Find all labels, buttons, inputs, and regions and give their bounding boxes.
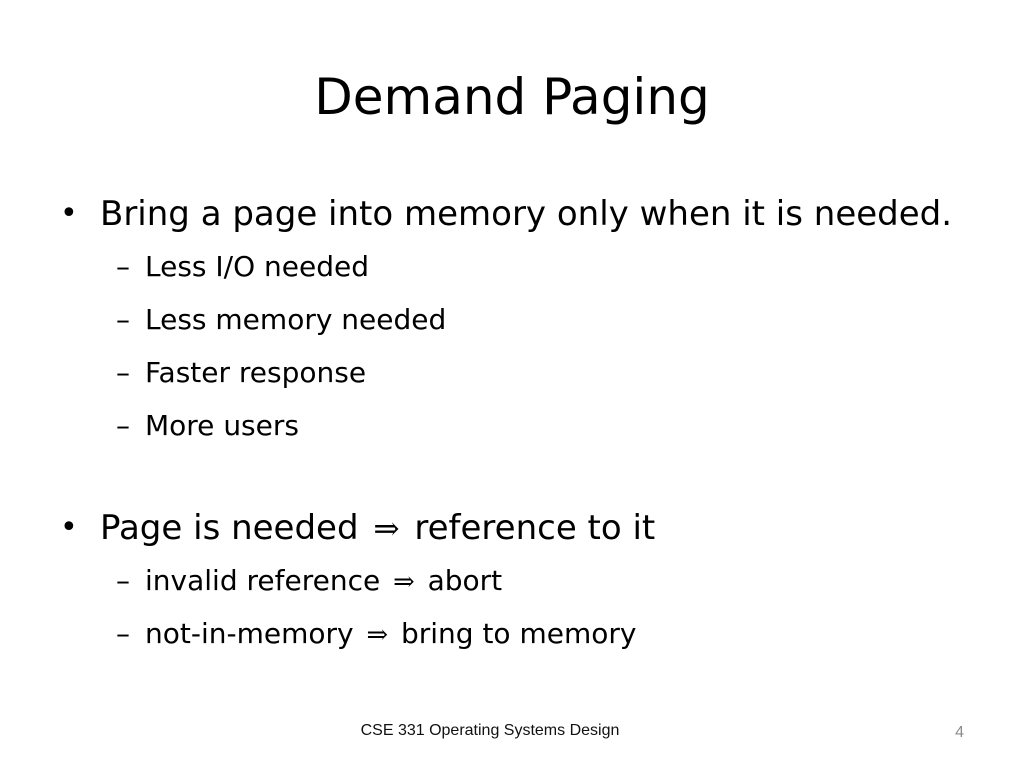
bullet-marker: • [60, 196, 78, 231]
bullet-group-2: • Page is needed ⇒ reference to it – inv… [60, 502, 990, 660]
sub-bullet-text: Less memory needed [145, 303, 447, 336]
dash-marker: – [116, 564, 130, 597]
implies-arrow-icon: ⇒ [373, 511, 400, 547]
bullet-group-1: • Bring a page into memory only when it … [60, 188, 990, 452]
sub-bullet-text-after: bring to memory [400, 617, 637, 650]
sub-bullet-item: – invalid reference ⇒ abort [60, 554, 990, 607]
sub-bullet-text: Less I/O needed [145, 250, 370, 283]
sub-bullet-item: – Less memory needed [60, 293, 990, 346]
dash-marker: – [116, 617, 130, 650]
implies-arrow-icon: ⇒ [366, 620, 389, 650]
sub-bullet-text-before: not-in-memory [145, 617, 354, 650]
bullet-text-after: reference to it [414, 508, 656, 548]
sub-bullet-item: – not-in-memory ⇒ bring to memory [60, 607, 990, 660]
dash-marker: – [116, 250, 130, 283]
sub-bullet-item: – Faster response [60, 346, 990, 399]
dash-marker: – [116, 409, 130, 442]
bullet-item: • Bring a page into memory only when it … [60, 188, 990, 240]
dash-marker: – [116, 303, 130, 336]
dash-marker: – [116, 356, 130, 389]
slide-footer: CSE 331 Operating Systems Design [360, 722, 620, 739]
sub-bullet-item: – Less I/O needed [60, 240, 990, 293]
bullet-text: Bring a page into memory only when it is… [100, 194, 953, 234]
bullet-item: • Page is needed ⇒ reference to it [60, 502, 990, 554]
sub-bullet-text-after: abort [427, 564, 503, 597]
sub-bullet-item: – More users [60, 399, 990, 452]
bullet-text-before: Page is needed [100, 508, 359, 548]
slide-title: Demand Paging [314, 68, 710, 126]
implies-arrow-icon: ⇒ [393, 567, 415, 597]
sub-bullet-text: Faster response [145, 356, 367, 389]
sub-bullet-text-before: invalid reference [145, 564, 381, 597]
slide-page-number: 4 [955, 724, 964, 741]
bullet-marker: • [60, 510, 78, 545]
slide-content: • Bring a page into memory only when it … [60, 188, 990, 660]
sub-bullet-text: More users [145, 409, 299, 442]
